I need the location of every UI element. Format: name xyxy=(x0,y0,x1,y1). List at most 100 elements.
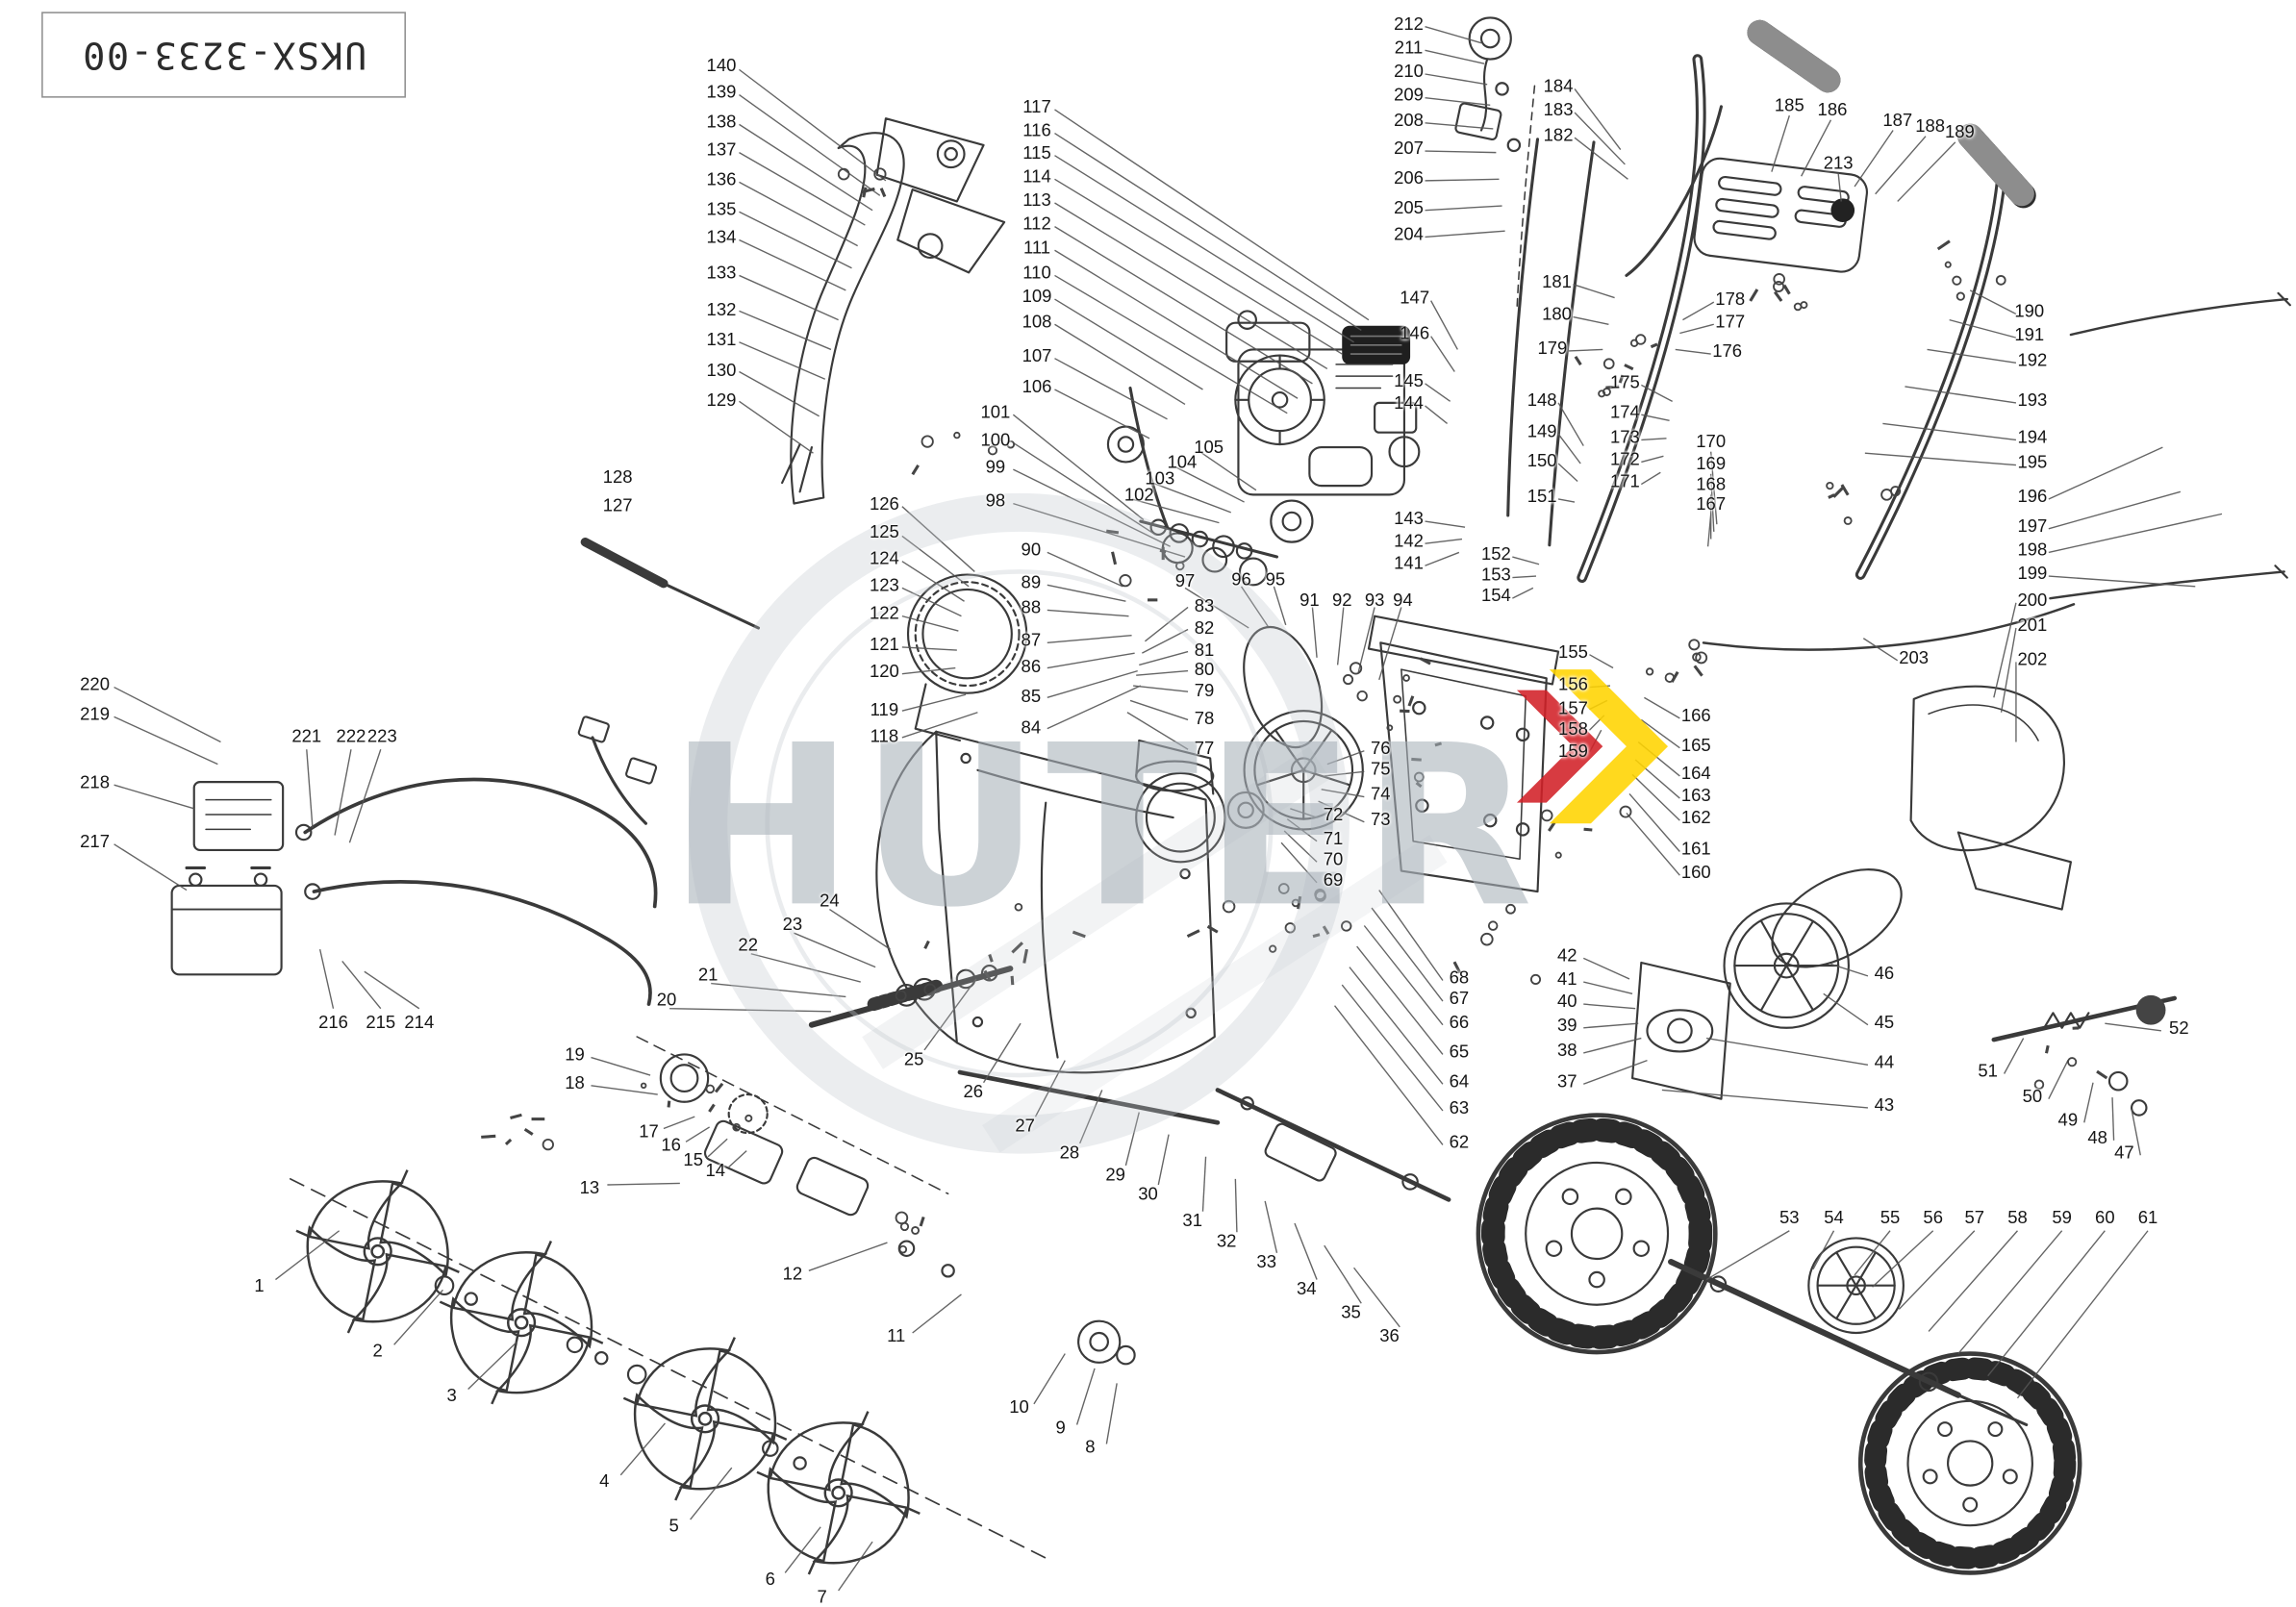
part-label-23: 23 xyxy=(783,916,803,933)
part-label-205: 205 xyxy=(1394,198,1424,215)
part-label-183: 183 xyxy=(1544,101,1574,118)
part-label-46: 46 xyxy=(1875,965,1895,982)
part-label-41: 41 xyxy=(1557,970,1577,988)
part-label-49: 49 xyxy=(2058,1111,2079,1128)
part-label-36: 36 xyxy=(1379,1327,1400,1344)
part-label-31: 31 xyxy=(1182,1212,1202,1229)
part-label-28: 28 xyxy=(1060,1143,1080,1161)
part-label-119: 119 xyxy=(870,700,898,717)
part-label-166: 166 xyxy=(1681,707,1711,724)
part-label-173: 173 xyxy=(1610,428,1640,445)
part-label-39: 39 xyxy=(1557,1016,1577,1033)
part-label-148: 148 xyxy=(1527,391,1557,409)
part-label-13: 13 xyxy=(580,1179,600,1196)
part-label-108: 108 xyxy=(1022,313,1052,330)
part-label-195: 195 xyxy=(2017,453,2047,470)
part-label-60: 60 xyxy=(2095,1209,2115,1226)
part-label-100: 100 xyxy=(980,431,1010,448)
part-label-90: 90 xyxy=(1022,540,1042,558)
part-label-117: 117 xyxy=(1022,98,1050,115)
part-label-151: 151 xyxy=(1527,488,1557,505)
part-label-122: 122 xyxy=(870,604,899,621)
part-label-5: 5 xyxy=(669,1517,679,1534)
part-label-20: 20 xyxy=(657,991,677,1008)
part-label-135: 135 xyxy=(707,200,737,217)
part-label-176: 176 xyxy=(1712,342,1742,360)
part-label-74: 74 xyxy=(1371,785,1391,802)
part-label-218: 218 xyxy=(80,773,110,791)
part-label-12: 12 xyxy=(783,1265,803,1282)
part-label-203: 203 xyxy=(1899,649,1929,666)
part-label-125: 125 xyxy=(870,523,899,540)
part-label-35: 35 xyxy=(1341,1303,1361,1320)
part-label-140: 140 xyxy=(707,57,737,74)
part-label-198: 198 xyxy=(2017,540,2047,558)
part-label-97: 97 xyxy=(1175,571,1196,589)
part-label-47: 47 xyxy=(2114,1143,2134,1161)
part-label-209: 209 xyxy=(1394,86,1424,103)
part-label-32: 32 xyxy=(1217,1232,1237,1249)
part-label-75: 75 xyxy=(1371,760,1391,777)
part-label-187: 187 xyxy=(1882,112,1912,129)
part-label-138: 138 xyxy=(707,113,737,130)
part-label-171: 171 xyxy=(1610,472,1640,490)
part-label-40: 40 xyxy=(1557,992,1577,1010)
part-label-99: 99 xyxy=(986,458,1006,475)
part-label-212: 212 xyxy=(1394,14,1424,32)
part-label-44: 44 xyxy=(1875,1053,1895,1070)
part-label-59: 59 xyxy=(2052,1209,2072,1226)
part-label-27: 27 xyxy=(1015,1117,1035,1134)
part-label-168: 168 xyxy=(1696,475,1726,492)
part-label-155: 155 xyxy=(1558,642,1588,660)
part-label-123: 123 xyxy=(870,576,899,593)
part-label-11: 11 xyxy=(887,1327,905,1344)
part-label-21: 21 xyxy=(698,966,719,983)
part-label-177: 177 xyxy=(1715,313,1745,330)
part-label-196: 196 xyxy=(2017,488,2047,505)
part-label-70: 70 xyxy=(1324,850,1344,867)
part-label-167: 167 xyxy=(1696,494,1726,512)
part-label-223: 223 xyxy=(367,727,397,744)
part-label-105: 105 xyxy=(1194,439,1224,456)
part-label-48: 48 xyxy=(2087,1128,2107,1145)
part-label-101: 101 xyxy=(980,403,1010,420)
part-label-55: 55 xyxy=(1880,1209,1901,1226)
part-label-147: 147 xyxy=(1400,289,1429,306)
part-label-80: 80 xyxy=(1195,661,1215,678)
part-label-112: 112 xyxy=(1022,214,1050,232)
part-label-207: 207 xyxy=(1394,139,1424,157)
part-label-163: 163 xyxy=(1681,787,1711,804)
part-label-204: 204 xyxy=(1394,225,1424,242)
part-label-194: 194 xyxy=(2017,428,2047,445)
part-label-77: 77 xyxy=(1195,739,1215,756)
part-label-7: 7 xyxy=(818,1588,827,1605)
part-label-128: 128 xyxy=(603,468,633,486)
part-label-197: 197 xyxy=(2017,516,2047,534)
part-label-84: 84 xyxy=(1022,718,1042,736)
part-label-178: 178 xyxy=(1715,290,1745,308)
part-label-79: 79 xyxy=(1195,681,1215,698)
part-label-73: 73 xyxy=(1371,810,1391,827)
part-label-65: 65 xyxy=(1450,1042,1470,1060)
part-label-160: 160 xyxy=(1681,864,1711,881)
part-label-38: 38 xyxy=(1557,1042,1577,1059)
part-label-152: 152 xyxy=(1481,545,1511,563)
part-label-213: 213 xyxy=(1824,154,1854,171)
part-label-42: 42 xyxy=(1557,946,1577,964)
part-label-64: 64 xyxy=(1450,1072,1470,1090)
part-label-118: 118 xyxy=(870,727,898,744)
part-label-29: 29 xyxy=(1105,1166,1125,1183)
part-label-137: 137 xyxy=(707,140,737,158)
part-label-107: 107 xyxy=(1022,346,1052,364)
part-label-113: 113 xyxy=(1022,191,1050,209)
part-label-134: 134 xyxy=(707,228,737,245)
part-label-89: 89 xyxy=(1022,573,1042,590)
part-label-6: 6 xyxy=(766,1569,775,1587)
part-label-93: 93 xyxy=(1365,590,1385,608)
part-label-157: 157 xyxy=(1558,699,1588,716)
part-label-71: 71 xyxy=(1324,829,1344,846)
part-label-189: 189 xyxy=(1945,123,1975,140)
part-label-87: 87 xyxy=(1022,631,1042,648)
